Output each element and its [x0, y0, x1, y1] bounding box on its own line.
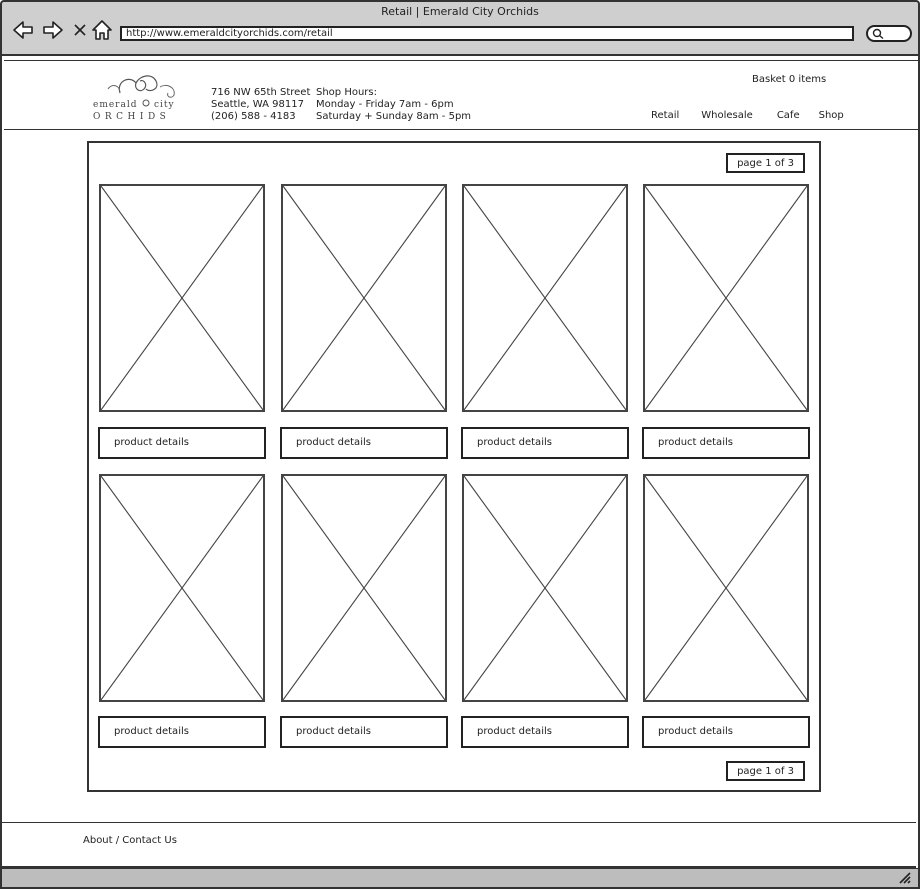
- product-image-placeholder[interactable]: [643, 474, 809, 702]
- hours-weekday: Monday - Friday 7am - 6pm: [316, 99, 454, 110]
- product-details-button[interactable]: product details: [642, 427, 810, 459]
- hours-weekend: Saturday + Sunday 8am - 5pm: [316, 111, 472, 122]
- product-details-button[interactable]: product details: [461, 716, 629, 748]
- site-header: emerald city ORCHIDS 716 NW 65th Street …: [4, 60, 918, 130]
- back-arrow-icon[interactable]: [11, 18, 35, 42]
- logo-text-city: city: [154, 100, 175, 110]
- hours-label: Shop Hours:: [316, 87, 377, 98]
- address-street: 716 NW 65th Street: [211, 87, 311, 98]
- product-details-button[interactable]: product details: [461, 427, 629, 459]
- pagination-bottom[interactable]: page 1 of 3: [726, 761, 805, 781]
- product-image-placeholder[interactable]: [99, 184, 265, 412]
- product-details-button[interactable]: product details: [98, 427, 266, 459]
- product-details-button[interactable]: product details: [280, 427, 448, 459]
- nav-item-shop[interactable]: Shop: [818, 110, 844, 121]
- home-icon[interactable]: [90, 18, 114, 42]
- browser-status-bar: [0, 868, 920, 889]
- shop-hours: Shop Hours: Monday - Friday 7am - 6pm Sa…: [316, 87, 471, 123]
- address-phone: (206) 588 - 4183: [211, 111, 296, 122]
- url-bar[interactable]: http://www.emeraldcityorchids.com/retail: [120, 26, 854, 41]
- nav-item-wholesale[interactable]: Wholesale: [701, 110, 753, 121]
- emerald-city-orchids-logo[interactable]: emerald city ORCHIDS: [90, 67, 190, 127]
- product-image-placeholder[interactable]: [643, 184, 809, 412]
- main-nav: Retail Wholesale Cafe Shop: [651, 110, 844, 121]
- logo-text-orchids: ORCHIDS: [93, 112, 170, 122]
- browser-chrome: Retail | Emerald City Orchids http://www…: [0, 0, 920, 56]
- address-city: Seattle, WA 98117: [211, 99, 304, 110]
- about-contact-link[interactable]: About / Contact Us: [83, 835, 177, 846]
- store-address: 716 NW 65th Street Seattle, WA 98117 (20…: [211, 87, 310, 123]
- product-details-button[interactable]: product details: [280, 716, 448, 748]
- browser-search-field[interactable]: [866, 25, 912, 42]
- product-image-placeholder[interactable]: [281, 474, 447, 702]
- close-icon[interactable]: [68, 18, 92, 42]
- product-image-placeholder[interactable]: [462, 474, 628, 702]
- basket-link[interactable]: Basket 0 items: [752, 74, 827, 85]
- site-footer: About / Contact Us: [2, 822, 916, 868]
- product-details-button[interactable]: product details: [642, 716, 810, 748]
- product-details-button[interactable]: product details: [98, 716, 266, 748]
- resize-grip-icon[interactable]: [898, 872, 912, 884]
- pagination-top[interactable]: page 1 of 3: [726, 153, 805, 173]
- nav-item-cafe[interactable]: Cafe: [776, 110, 800, 121]
- nav-item-retail[interactable]: Retail: [651, 110, 680, 121]
- product-image-placeholder[interactable]: [462, 184, 628, 412]
- forward-arrow-icon[interactable]: [41, 18, 65, 42]
- product-image-placeholder[interactable]: [99, 474, 265, 702]
- search-icon: [872, 28, 884, 40]
- window-title: Retail | Emerald City Orchids: [381, 5, 539, 18]
- logo-text-emerald: emerald: [93, 100, 138, 110]
- product-image-placeholder[interactable]: [281, 184, 447, 412]
